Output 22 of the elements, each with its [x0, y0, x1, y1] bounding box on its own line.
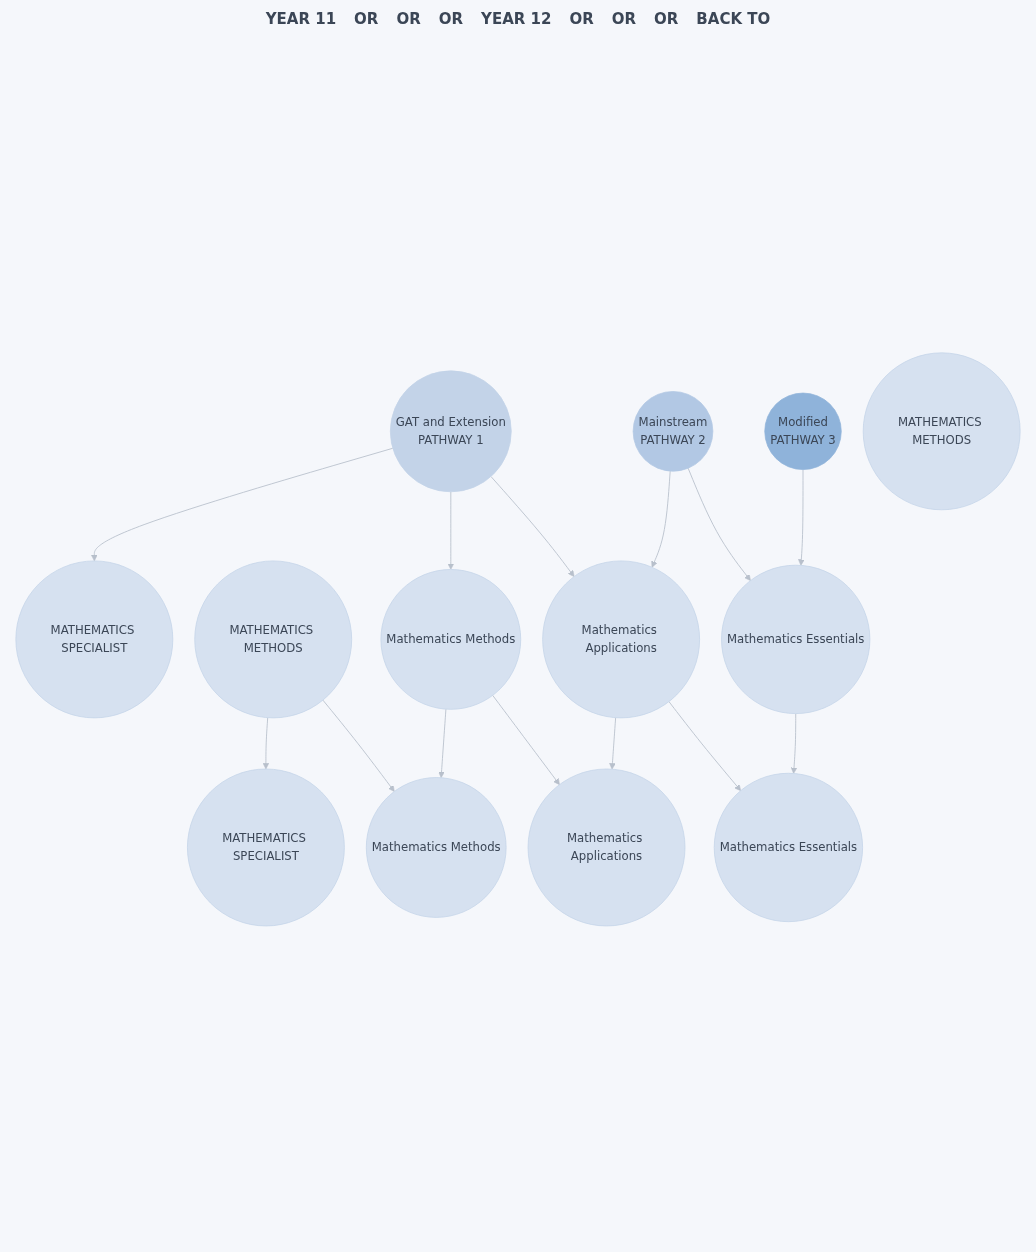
- label-text: OR: [569, 10, 594, 28]
- node-circle: Mathematics Essentials: [713, 772, 863, 922]
- label-text: YEAR 12: [481, 10, 552, 28]
- node-circle: Mathematics Essentials: [721, 564, 871, 714]
- label-text: OR: [611, 10, 637, 28]
- node-circle: Mainstream PATHWAY 2: [632, 390, 714, 472]
- label-text: YEAR 11: [265, 10, 337, 28]
- node-circle: MATHEMATICS METHODS: [194, 560, 353, 718]
- node-circle: MATHEMATICS SPECIALIST: [15, 560, 174, 718]
- node-circle: Mathematics Methods: [380, 568, 522, 710]
- node-circle: MATHEMATICS SPECIALIST: [187, 768, 345, 926]
- node-circle: GAT and Extension PATHWAY 1: [389, 370, 512, 492]
- node-circle: Mathematics Applications: [527, 768, 686, 926]
- node-circle: MATHEMATICS METHODS: [862, 352, 1021, 510]
- label-text: OR: [354, 10, 379, 28]
- label-text: OR: [654, 10, 679, 28]
- label-text: BACK TO: [696, 10, 771, 28]
- label-text: OR: [396, 10, 421, 28]
- node-circle: Mathematics Methods: [365, 776, 507, 918]
- node-circle: Modified PATHWAY 3: [764, 392, 842, 470]
- label-text: OR: [438, 10, 464, 28]
- node-circle: Mathematics Applications: [542, 560, 700, 718]
